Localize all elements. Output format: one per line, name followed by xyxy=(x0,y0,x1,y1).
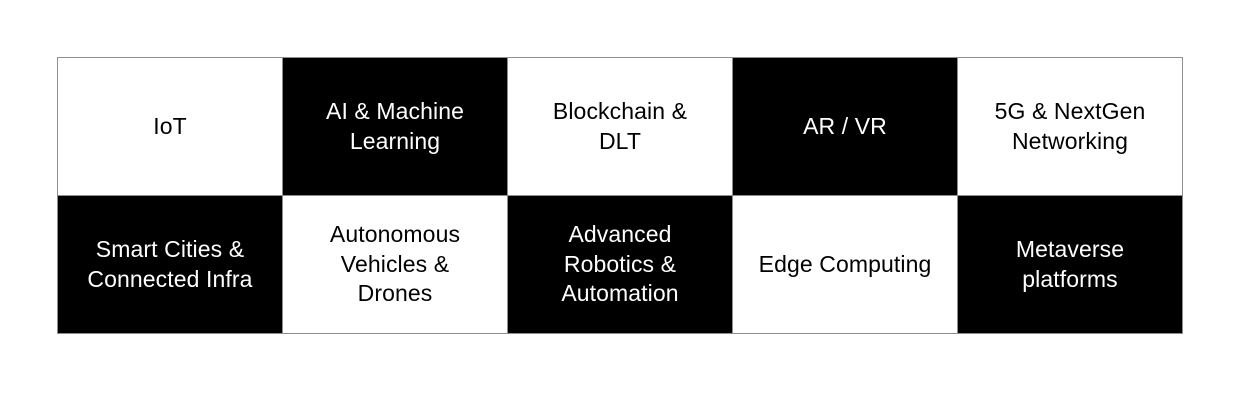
grid-cell-ar-vr[interactable]: AR / VR xyxy=(733,58,958,196)
grid-cell-label: 5G & NextGen Networking xyxy=(994,97,1146,154)
grid-cell-5g-nextgen-networking[interactable]: 5G & NextGen Networking xyxy=(958,58,1183,196)
grid-cell-label: Metaverse platforms xyxy=(1015,235,1125,292)
grid-cell-metaverse-platforms[interactable]: Metaverse platforms xyxy=(958,196,1183,334)
grid-cell-label: Blockchain & DLT xyxy=(552,97,688,154)
grid-cell-label: Edge Computing xyxy=(758,250,932,277)
grid-cell-label: Autonomous Vehicles & Drones xyxy=(329,220,461,307)
grid-cell-advanced-robotics-automation[interactable]: Advanced Robotics & Automation xyxy=(508,196,733,334)
grid-cell-label: IoT xyxy=(153,112,187,139)
grid-cell-label: AR / VR xyxy=(803,112,887,139)
technology-categories-grid: IoT AI & Machine Learning Blockchain & D… xyxy=(57,57,1183,334)
grid-cell-label: AI & Machine Learning xyxy=(326,97,464,154)
grid-cell-label: Advanced Robotics & Automation xyxy=(561,220,679,307)
diagram-canvas: IoT AI & Machine Learning Blockchain & D… xyxy=(57,57,1183,334)
grid-cell-ai-machine-learning[interactable]: AI & Machine Learning xyxy=(283,58,508,196)
grid-cell-smart-cities-connected-infra[interactable]: Smart Cities & Connected Infra xyxy=(58,196,283,334)
grid-cell-label: Smart Cities & Connected Infra xyxy=(87,235,253,292)
grid-cell-autonomous-vehicles-drones[interactable]: Autonomous Vehicles & Drones xyxy=(283,196,508,334)
grid-cell-iot[interactable]: IoT xyxy=(58,58,283,196)
grid-cell-edge-computing[interactable]: Edge Computing xyxy=(733,196,958,334)
grid-cell-blockchain-dlt[interactable]: Blockchain & DLT xyxy=(508,58,733,196)
